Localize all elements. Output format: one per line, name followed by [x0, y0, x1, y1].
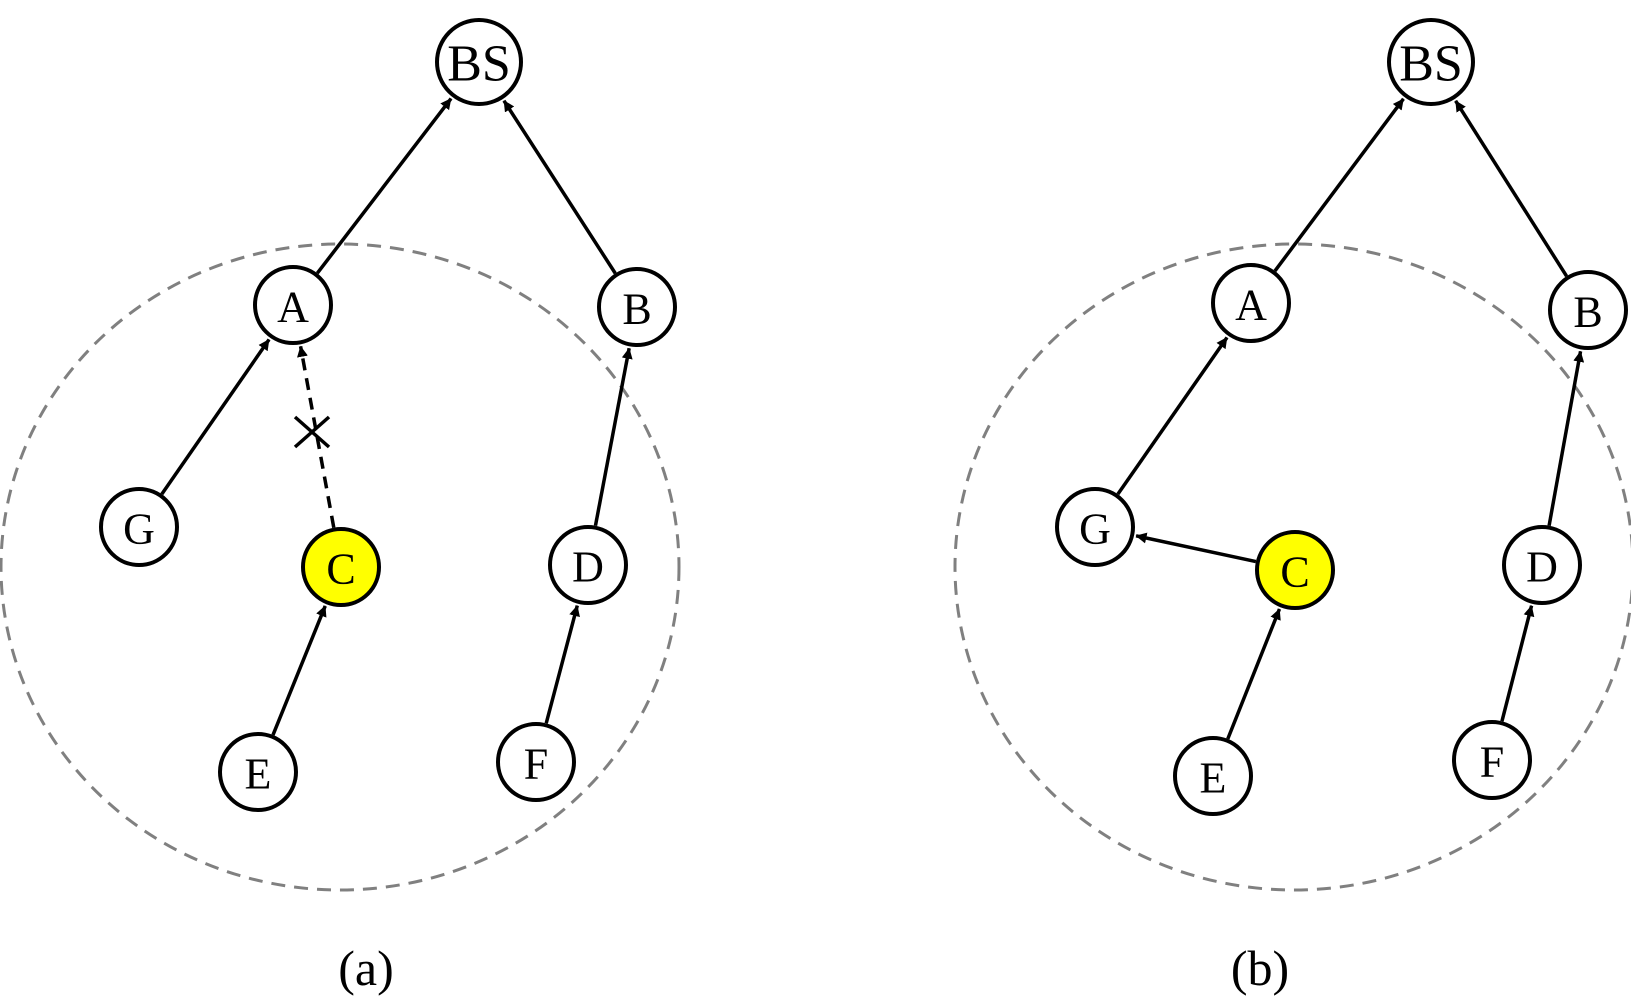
node-label: D — [572, 543, 604, 592]
edge-g-to-a — [1116, 336, 1229, 496]
node-b: B — [1548, 270, 1628, 350]
panel-caption: (a) — [338, 940, 394, 996]
node-label: BS — [1399, 36, 1463, 93]
node-bs: BS — [1387, 18, 1475, 106]
edge-f-to-d — [544, 605, 580, 724]
node-f: F — [496, 722, 576, 802]
node-b: B — [597, 267, 677, 347]
node-a: A — [253, 265, 333, 345]
node-g: G — [99, 487, 179, 567]
node-bs: BS — [435, 18, 523, 106]
panel-caption: (b) — [1231, 940, 1289, 996]
edge-d-to-b — [1547, 350, 1585, 526]
node-label: B — [1573, 288, 1602, 337]
node-circle — [301, 527, 381, 607]
node-label: F — [1480, 738, 1504, 787]
node-g: G — [1055, 487, 1135, 567]
node-circle — [1255, 530, 1335, 610]
node-label: B — [622, 285, 651, 334]
node-label: BS — [447, 36, 511, 93]
edge-e-to-c — [271, 605, 327, 736]
node-e: E — [1173, 736, 1253, 816]
node-label: A — [1235, 281, 1267, 330]
edge-a-to-bs — [1273, 97, 1405, 272]
node-e: E — [218, 732, 298, 812]
edge-b-to-bs — [502, 99, 617, 275]
node-label: C — [326, 545, 355, 594]
node-label: E — [245, 750, 272, 799]
node-circle — [1211, 263, 1291, 343]
node-circle — [548, 525, 628, 605]
node-circle — [1502, 525, 1582, 605]
node-circle — [253, 265, 333, 345]
panel-a: BS A B G C D E F (a) — [0, 18, 681, 996]
node-circle — [435, 18, 523, 106]
edge-f-to-d — [1500, 605, 1535, 722]
node-d: D — [1502, 525, 1582, 605]
node-a: A — [1211, 263, 1291, 343]
node-circle — [1173, 736, 1253, 816]
broken-link-cross-icon — [293, 415, 331, 449]
node-label: G — [1079, 505, 1111, 554]
node-label: E — [1200, 754, 1227, 803]
panel-b: BS A B G C D E F (b) — [953, 18, 1631, 996]
edge-c-to-g — [1135, 532, 1257, 564]
node-label: G — [123, 505, 155, 554]
node-c: C — [301, 527, 381, 607]
edge-a-to-bs — [315, 97, 453, 275]
node-circle — [1548, 270, 1628, 350]
node-circle — [496, 722, 576, 802]
node-label: F — [524, 740, 548, 789]
edge-d-to-b — [593, 347, 633, 527]
edge-g-to-a — [160, 338, 271, 496]
node-circle — [597, 267, 677, 347]
node-c: C — [1255, 530, 1335, 610]
node-label: A — [277, 283, 309, 332]
node-circle — [99, 487, 179, 567]
node-circle — [1055, 487, 1135, 567]
communication-range-circle — [0, 242, 681, 892]
node-circle — [218, 732, 298, 812]
communication-range-circle — [953, 242, 1631, 892]
node-circle — [1452, 720, 1532, 800]
node-label: D — [1526, 543, 1558, 592]
node-f: F — [1452, 720, 1532, 800]
edge-b-to-bs — [1454, 99, 1569, 278]
node-label: C — [1280, 548, 1309, 597]
edge-e-to-c — [1226, 608, 1282, 740]
node-circle — [1387, 18, 1475, 106]
edge-c-to-a — [297, 345, 336, 528]
node-d: D — [548, 525, 628, 605]
